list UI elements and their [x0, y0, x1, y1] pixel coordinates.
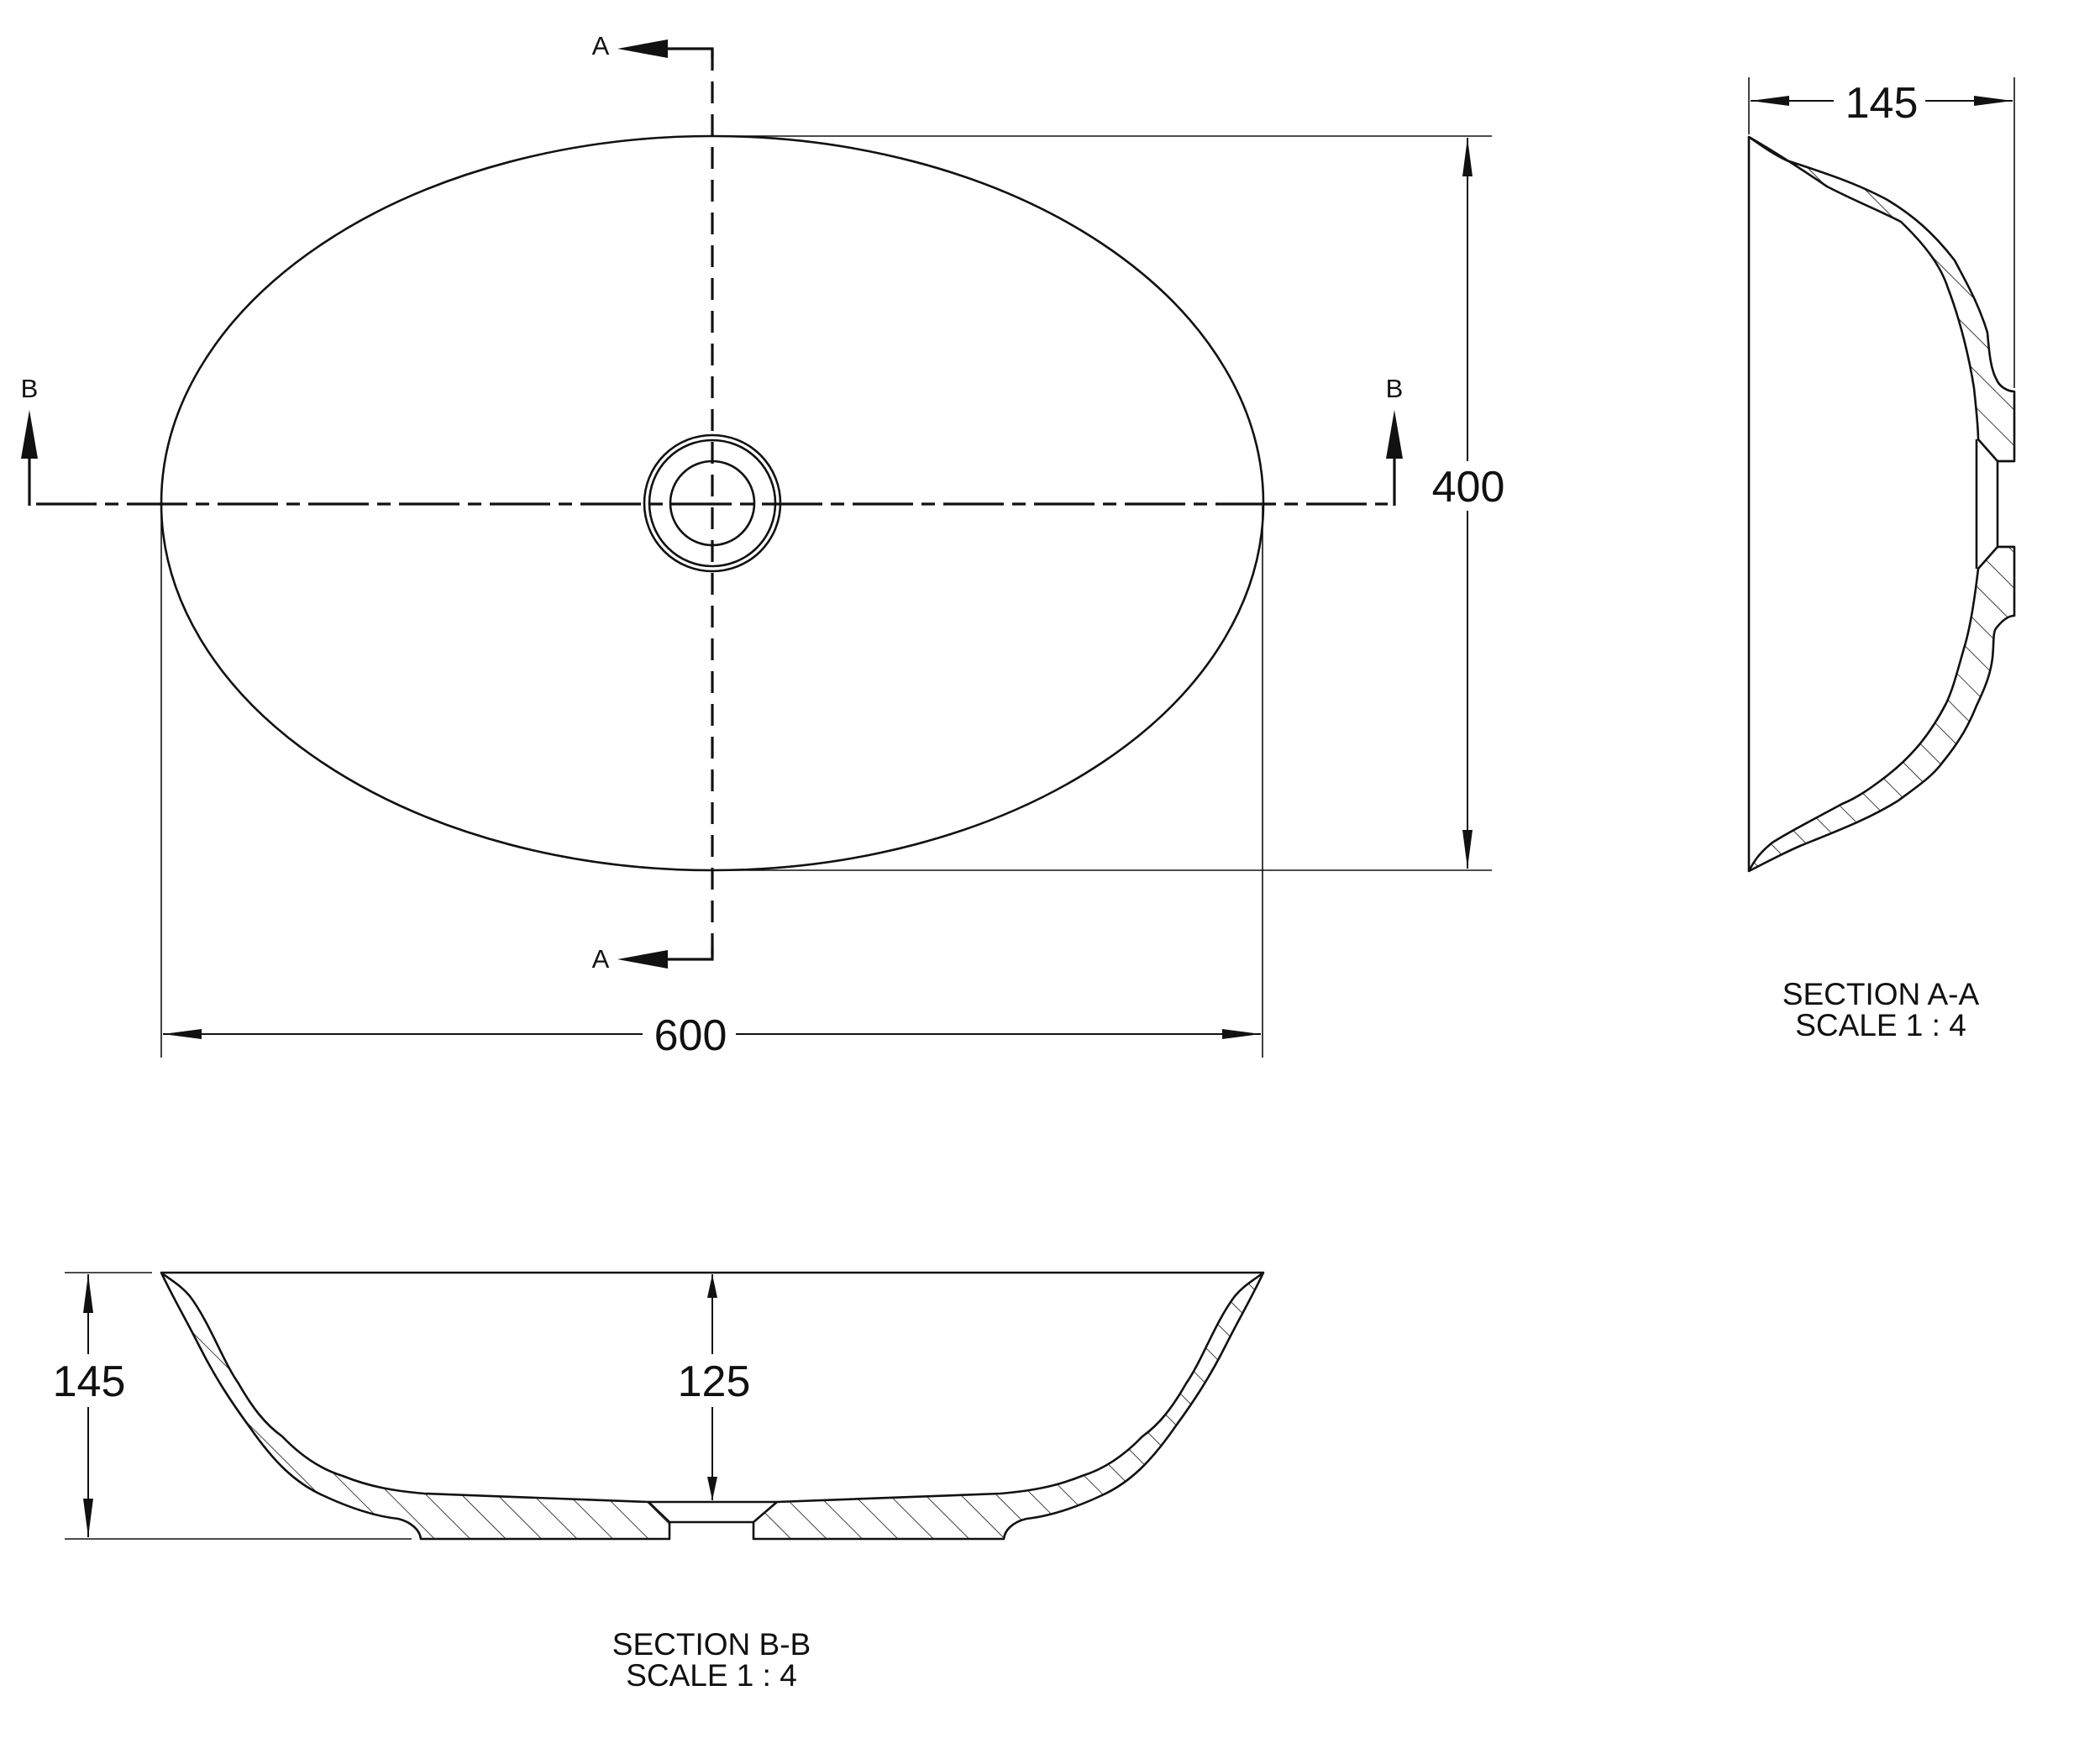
dimension-width-600: 600 — [160, 506, 1263, 1060]
dimension-label-b-145: 145 — [53, 1357, 126, 1406]
section-label-b-left: B — [21, 374, 39, 403]
section-arrow-b-left: B — [21, 374, 39, 506]
section-b-view: 145 125 SECTION B-B SCALE 1 : 4 — [53, 1271, 1265, 1693]
dimension-a-height-145: 145 — [1748, 77, 2015, 388]
section-a-scale: SCALE 1 : 4 — [1795, 1008, 1966, 1042]
section-label-b-right: B — [1386, 374, 1404, 403]
dimension-b-depth-125: 125 — [678, 1274, 751, 1500]
dimension-label-400: 400 — [1432, 463, 1505, 512]
dimension-label-a-145: 145 — [1845, 79, 1919, 128]
section-label-a-bottom: A — [592, 944, 610, 974]
section-b-scale: SCALE 1 : 4 — [626, 1658, 797, 1693]
section-b-title: SECTION B-B — [612, 1627, 811, 1662]
section-a-drain — [1975, 439, 2014, 569]
section-arrow-a-top: A — [592, 31, 714, 60]
plan-view: A A B B 400 — [21, 31, 1505, 1060]
section-a-view: 145 SECTION A-A SCALE 1 : 4 — [1747, 77, 2016, 1042]
section-a-title: SECTION A-A — [1782, 977, 1980, 1011]
section-label-a-top: A — [592, 31, 610, 60]
dimension-label-600: 600 — [654, 1011, 727, 1060]
dimension-depth-400: 400 — [714, 135, 1505, 871]
section-arrow-a-bottom: A — [592, 944, 714, 974]
section-a-wall — [1747, 135, 2016, 873]
section-arrow-b-right: B — [1386, 374, 1404, 506]
dimension-label-b-125: 125 — [678, 1357, 751, 1406]
dimension-b-height-145: 145 — [53, 1272, 412, 1540]
